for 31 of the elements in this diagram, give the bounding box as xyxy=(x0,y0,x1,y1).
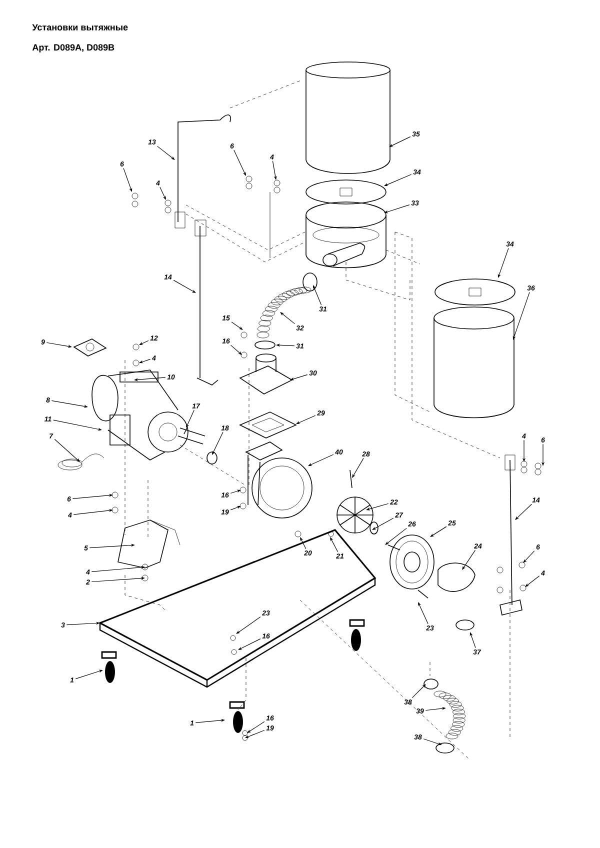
leader-line xyxy=(418,602,428,624)
leader-line xyxy=(139,340,149,345)
leader-line xyxy=(525,576,540,587)
leader-line xyxy=(157,146,175,160)
title-text: Установки вытяжные xyxy=(32,24,128,30)
leader-line xyxy=(212,432,224,455)
leader-line xyxy=(515,504,532,520)
leader-line xyxy=(430,526,447,537)
leader-line xyxy=(238,638,261,650)
leader-line xyxy=(523,550,535,563)
leader-line xyxy=(385,528,407,545)
leader-line xyxy=(173,280,196,293)
leader-line xyxy=(230,344,242,355)
leader-line xyxy=(352,458,364,478)
leader-line xyxy=(280,312,296,324)
leader-line xyxy=(412,684,426,698)
article-number: Арт. D089A, D089B xyxy=(32,44,114,52)
leader-line xyxy=(234,150,246,176)
leader-line xyxy=(296,415,316,424)
leader-line xyxy=(462,550,476,570)
leader-line xyxy=(330,537,338,552)
leader-line xyxy=(186,410,194,428)
leader-line xyxy=(389,136,411,147)
leader-line xyxy=(231,322,243,330)
leader-line xyxy=(372,518,394,530)
leader-line xyxy=(236,616,261,634)
leader-line xyxy=(54,438,80,462)
leader-line xyxy=(160,186,166,200)
leader-line xyxy=(247,721,265,733)
leader-line xyxy=(308,454,334,466)
leader-line xyxy=(300,537,306,550)
